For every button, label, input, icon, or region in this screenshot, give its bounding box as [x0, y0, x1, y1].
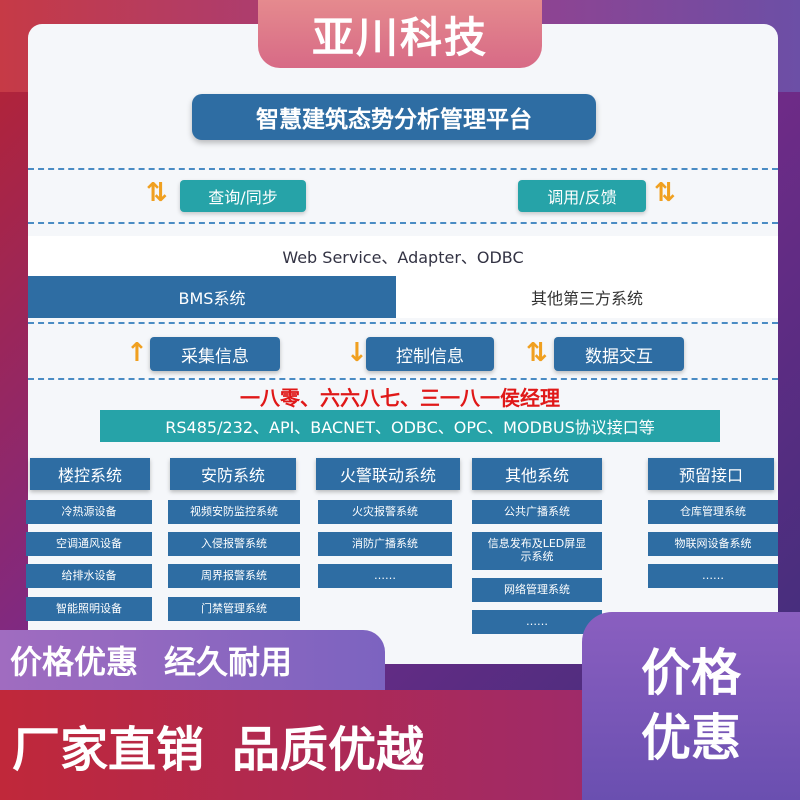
- subsystem-item: 消防广播系统: [318, 532, 452, 556]
- dashed-divider: [28, 378, 778, 380]
- data-exchange-label: 数据交互: [554, 337, 684, 371]
- middleware-row: Web Service、Adapter、ODBC: [28, 236, 778, 276]
- subsystem-item: 仓库管理系统: [648, 500, 778, 524]
- promo-text: 品质优越: [232, 722, 425, 778]
- contact-text: 一八零、六六八七、三一八一侯经理: [240, 385, 560, 410]
- column-head-other-systems: 其他系统: [472, 458, 602, 490]
- bms-system: BMS系统: [28, 276, 396, 318]
- protocol-bar: RS485/232、API、BACNET、ODBC、OPC、MODBUS协议接口…: [100, 410, 720, 442]
- promo-banner-bottom: 厂家直销 品质优越: [0, 690, 600, 800]
- subsystem-item: ……: [472, 610, 602, 634]
- collect-info-label: 采集信息: [150, 337, 280, 371]
- promo-text: 优惠: [641, 709, 741, 767]
- subsystem-item: 给排水设备: [26, 564, 152, 588]
- subsystem-item: 智能照明设备: [26, 597, 152, 621]
- subsystem-item: 公共广播系统: [472, 500, 602, 524]
- column-head-security: 安防系统: [170, 458, 296, 490]
- dashed-divider: [28, 222, 778, 224]
- subsystem-item: 物联网设备系统: [648, 532, 778, 556]
- up-down-arrow-icon: ⇅: [526, 338, 548, 368]
- promo-text: 价格: [641, 644, 741, 702]
- subsystem-item: 视频安防监控系统: [168, 500, 300, 524]
- control-info-label: 控制信息: [366, 337, 494, 371]
- promo-text: 经久耐用: [164, 643, 293, 681]
- dashed-divider: [28, 168, 778, 170]
- subsystem-item: 网络管理系统: [472, 578, 602, 602]
- dashed-divider: [28, 322, 778, 324]
- up-down-arrow-icon: ⇅: [146, 178, 168, 208]
- promo-text: 价格优惠: [10, 643, 139, 681]
- down-arrow-icon: ↓: [346, 338, 368, 368]
- subsystem-item: 火灾报警系统: [318, 500, 452, 524]
- subsystem-item: ……: [648, 564, 778, 588]
- subsystem-item: 入侵报警系统: [168, 532, 300, 556]
- call-feedback-label: 调用/反馈: [518, 180, 646, 212]
- column-head-reserved-interface: 预留接口: [648, 458, 774, 490]
- subsystem-item: 门禁管理系统: [168, 597, 300, 621]
- up-arrow-icon: ↑: [126, 338, 148, 368]
- subsystem-item: 信息发布及LED屏显示系统: [472, 532, 602, 570]
- promo-badge: 价格 优惠: [582, 612, 800, 800]
- column-head-building-control: 楼控系统: [30, 458, 150, 490]
- subsystem-item: ……: [318, 564, 452, 588]
- up-down-arrow-icon: ⇅: [654, 178, 676, 208]
- promo-banner-top: 价格优惠 经久耐用: [0, 630, 385, 690]
- third-party-system: 其他第三方系统: [396, 276, 778, 318]
- subsystem-item: 冷热源设备: [26, 500, 152, 524]
- platform-title: 智慧建筑态势分析管理平台: [192, 94, 596, 140]
- column-head-fire-alarm: 火警联动系统: [316, 458, 460, 490]
- subsystem-item: 空调通风设备: [26, 532, 152, 556]
- promo-text: 厂家直销: [12, 722, 205, 778]
- subsystem-item: 周界报警系统: [168, 564, 300, 588]
- query-sync-label: 查询/同步: [180, 180, 306, 212]
- brand-title: 亚川科技: [258, 0, 542, 68]
